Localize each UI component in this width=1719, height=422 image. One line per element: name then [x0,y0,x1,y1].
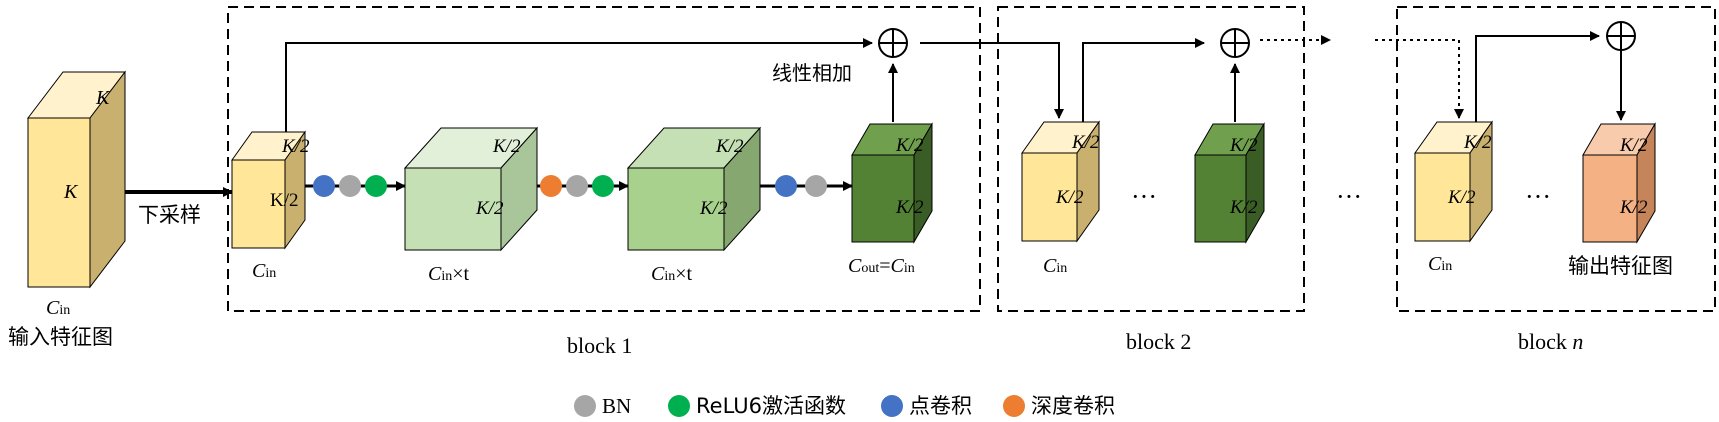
bn-dot [339,175,361,197]
pointwise-conv-dot [313,175,335,197]
block2-cin: Cin [1043,255,1067,277]
block1-depthwise-cube [626,126,762,252]
block2-output-cube [1194,122,1265,244]
relu6-dot [592,175,614,197]
block1-cube2-k2-top: K/2 [492,136,521,157]
block2-ellipsis: ··· [1131,182,1157,211]
pointwise-conv-dot [775,175,797,197]
block1-cube2-k2-side: K/2 [475,198,504,219]
input-feature-map-label: 输入特征图 [8,325,113,349]
block1-cube3-k2-side: K/2 [699,198,728,219]
block1-cube1-k2-top: K/2 [281,136,310,157]
bn-dot [805,175,827,197]
block1-cube3-k2-top: K/2 [715,136,744,157]
blockn-cube2-k2-top: K/2 [1619,135,1648,156]
block2-cube2-k2-side: K/2 [1229,197,1258,218]
depthwise-conv-dot [540,175,562,197]
downsample-label: 下采样 [138,203,201,227]
blockn-output-cube [1582,122,1656,244]
input-feature-map-cube [26,70,127,289]
block2-add-symbol [1220,28,1250,58]
blockn-cube2-k2-side: K/2 [1619,197,1648,218]
block-2-frame [997,6,1305,312]
block1-expansion-cube [403,126,539,252]
block1-output-cube [851,122,933,244]
relu6-dot [365,175,387,197]
between-blocks-ellipsis: ··· [1336,182,1362,211]
legend-pointwise-label: 点卷积 [909,394,972,418]
block-1-frame [227,6,981,312]
input-k-front: K [63,181,79,203]
blockn-cube1-k2-side: K/2 [1447,187,1476,208]
block-n-label: block n [1518,329,1583,354]
blockn-ellipsis: ··· [1525,182,1551,211]
block1-cube2-cin-t: Cin×t [428,263,470,285]
blockn-input-cube [1414,120,1493,243]
legend-relu6-label: ReLU6激活函数 [696,394,846,418]
block1-input-cube [231,130,306,250]
block2-skip-connection [1082,38,1205,122]
block-n-frame [1396,6,1716,312]
legend-depthwise-label: 深度卷积 [1031,394,1115,418]
block2-cube1-k2-side: K/2 [1055,187,1084,208]
legend-depthwise-swatch [1003,395,1025,417]
legend-bn-swatch [574,395,596,417]
blockn-skip-connection [1475,31,1600,122]
blockn-incoming-dotted [1375,39,1464,119]
blockn-add-symbol [1606,21,1636,51]
bn-dot [566,175,588,197]
input-k-top: K [95,87,111,109]
output-feature-map-label: 输出特征图 [1568,254,1673,278]
block1-cube1-k2-side: K/2 [270,190,299,211]
blockn-cube1-k2-top: K/2 [1463,132,1492,153]
block-1-label: block 1 [567,333,632,358]
input-cin: Cin [46,297,70,319]
legend: BN ReLU6激活函数 点卷积 深度卷积 [574,394,1115,418]
block2-cube2-k2-top: K/2 [1229,135,1258,156]
block1-cube4-k2-top: K/2 [895,135,924,156]
block-2-label: block 2 [1126,329,1191,354]
block1-cube4-k2-side: K/2 [895,197,924,218]
block2-input-cube [1021,120,1100,243]
legend-bn-label: BN [602,394,631,418]
block1-cube3-cin-t: Cin×t [651,263,693,285]
block1-add-symbol [878,28,908,58]
block1-cube1-cin: Cin [252,260,276,282]
legend-relu6-swatch [668,395,690,417]
legend-pointwise-swatch [881,395,903,417]
block1-to-block2-arrow [920,42,1064,119]
blockn-cin: Cin [1428,253,1452,275]
block1-cout-eq-cin: Cout=Cin [848,255,915,277]
linear-add-label: 线性相加 [772,61,852,85]
block2-cube1-k2-top: K/2 [1071,132,1100,153]
block1-skip-connection [285,38,873,132]
